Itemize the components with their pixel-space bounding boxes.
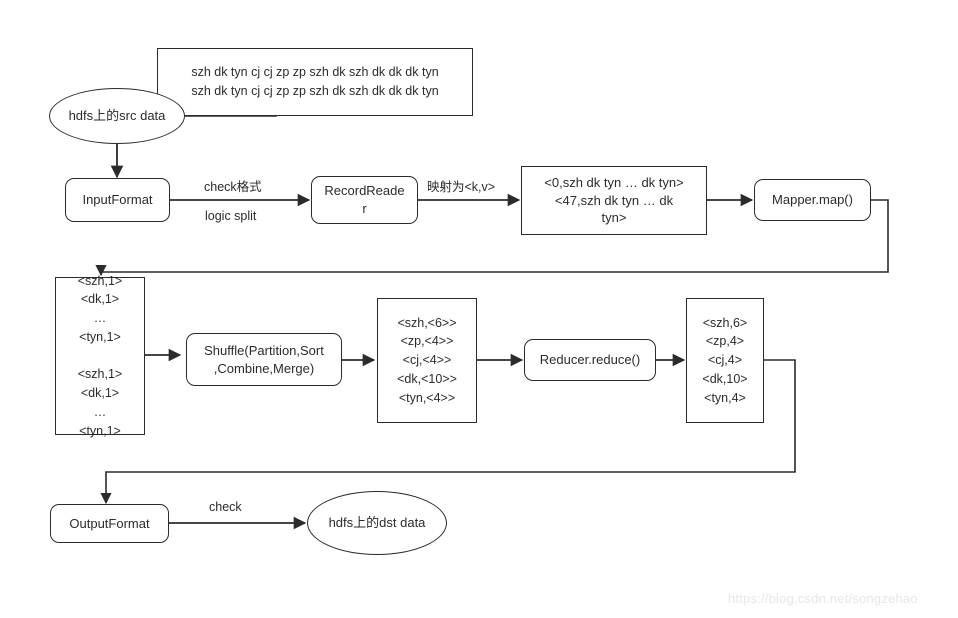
kv-pairs-label: <0,szh dk tyn … dk tyn> <47,szh dk tyn ……: [544, 175, 684, 226]
watermark-text: https://blog.csdn.net/songzehao: [728, 591, 918, 606]
reduce-output-box: <szh,6> <zp,4> <cj,4> <dk,10> <tyn,4>: [686, 298, 764, 423]
dst-data-ellipse[interactable]: hdfs上的dst data: [307, 491, 447, 555]
output-format-box[interactable]: OutputFormat: [50, 504, 169, 543]
shuffle-box[interactable]: Shuffle(Partition,Sort ,Combine,Merge): [186, 333, 342, 386]
grouped-values-box: <szh,<6>> <zp,<4>> <cj,<4>> <dk,<10>> <t…: [377, 298, 477, 423]
input-format-label: InputFormat: [82, 192, 153, 208]
dst-data-label: hdfs上的dst data: [328, 515, 426, 531]
map-output-label: <szh,1> <dk,1> … <tyn,1> <szh,1> <dk,1> …: [77, 273, 123, 438]
src-data-ellipse[interactable]: hdfs上的src data: [49, 88, 185, 144]
record-reader-label: RecordReade r: [324, 183, 405, 216]
record-reader-box[interactable]: RecordReade r: [311, 176, 418, 224]
edge-label-map-to-kv: 映射为<k,v>: [427, 180, 496, 194]
shuffle-label: Shuffle(Partition,Sort ,Combine,Merge): [204, 342, 324, 376]
raw-text-box: szh dk tyn cj cj zp zp szh dk szh dk dk …: [157, 48, 473, 116]
input-format-box[interactable]: InputFormat: [65, 178, 170, 222]
mapper-map-label: Mapper.map(): [772, 192, 853, 208]
reducer-reduce-label: Reducer.reduce(): [539, 352, 641, 368]
edge-label-check-out: check: [209, 500, 242, 514]
edge-label-logic-split: logic split: [205, 209, 257, 223]
grouped-values-label: <szh,<6>> <zp,<4>> <cj,<4>> <dk,<10>> <t…: [397, 315, 457, 405]
reduce-output-label: <szh,6> <zp,4> <cj,4> <dk,10> <tyn,4>: [702, 315, 748, 405]
edge-label-check-format: check格式: [204, 180, 262, 194]
raw-text-label: szh dk tyn cj cj zp zp szh dk szh dk dk …: [191, 65, 439, 98]
output-format-label: OutputFormat: [69, 515, 150, 531]
reducer-reduce-box[interactable]: Reducer.reduce(): [524, 339, 656, 381]
kv-pairs-box: <0,szh dk tyn … dk tyn> <47,szh dk tyn ……: [521, 166, 707, 235]
map-output-box: <szh,1> <dk,1> … <tyn,1> <szh,1> <dk,1> …: [55, 274, 145, 438]
src-data-label: hdfs上的src data: [68, 108, 166, 124]
mapper-map-box[interactable]: Mapper.map(): [754, 179, 871, 221]
